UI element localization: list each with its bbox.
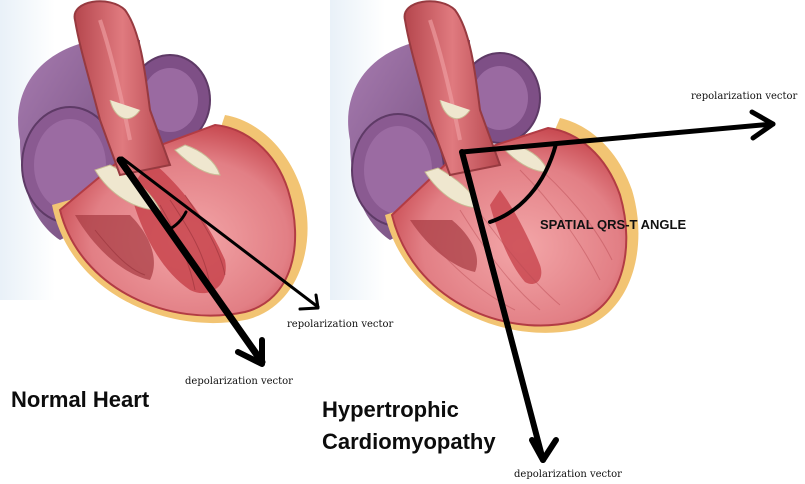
normal-heart-title: Normal Heart [11, 386, 149, 414]
hcm-heart [330, 0, 638, 333]
normal-depolarization-label: depolarization vector [185, 376, 293, 387]
hcm-title-line2: Cardiomyopathy [322, 428, 496, 456]
hcm-depolarization-arrowhead [532, 440, 556, 460]
hcm-title-line1: Hypertrophic [322, 396, 459, 424]
normal-repolarization-label: repolarization vector [287, 319, 393, 330]
hcm-repolarization-label: repolarization vector [691, 91, 797, 102]
normal-heart [0, 0, 308, 323]
spatial-qrs-t-angle-label: SPATIAL QRS-T ANGLE [540, 217, 686, 232]
hcm-depolarization-label: depolarization vector [514, 469, 622, 480]
